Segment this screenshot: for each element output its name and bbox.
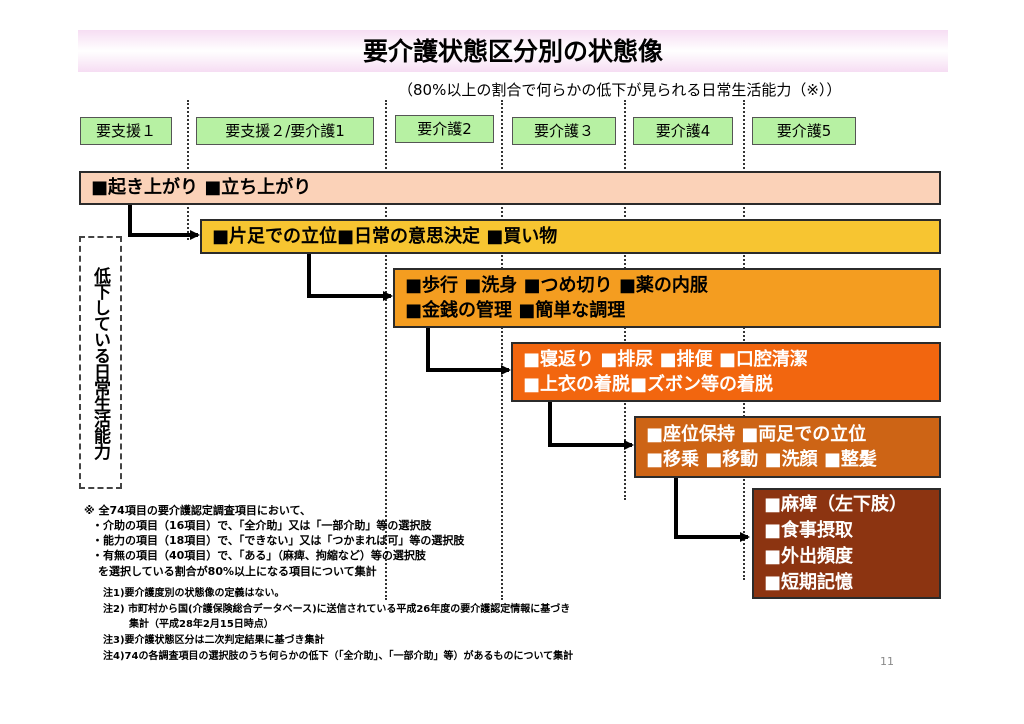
note-main-line: を選択している割合が80%以上になる項目について集計	[98, 565, 377, 578]
bar-care-3: ■寝返り ■排尿 ■排便 ■口腔清潔 ■上衣の着脱■ズボン等の着脱	[511, 342, 941, 402]
separator-line	[743, 100, 745, 580]
bar-line: ■麻痺（左下肢）	[764, 494, 908, 515]
flow-arrow	[548, 402, 634, 450]
flow-arrow	[426, 328, 511, 375]
bar-line: ■移乗 ■移動 ■洗顔 ■整髪	[646, 449, 877, 470]
bar-line: ■上衣の着脱■ズボン等の着脱	[523, 374, 774, 395]
level-header-support-1: 要支援１	[80, 117, 172, 145]
bar-care-4: ■座位保持 ■両足での立位 ■移乗 ■移動 ■洗顔 ■整髪	[634, 416, 941, 478]
bar-care-2: ■歩行 ■洗身 ■つめ切り ■薬の内服 ■金銭の管理 ■簡単な調理	[393, 268, 941, 328]
page-number: 11	[880, 655, 894, 668]
level-header-care-3: 要介護３	[512, 117, 616, 145]
level-header-care-5: 要介護5	[752, 117, 856, 145]
level-header-care-2: 要介護2	[395, 115, 494, 143]
bar-line: ■外出頻度	[764, 546, 854, 567]
separator-line	[385, 100, 387, 600]
footnote: 注1)要介護度別の状態像の定義はない。	[103, 588, 285, 599]
page-title: 要介護状態区分別の状態像	[362, 37, 663, 66]
footnote: 集計（平成28年2月15日時点）	[129, 619, 274, 630]
bar-line: ■寝返り ■排尿 ■排便 ■口腔清潔	[523, 349, 808, 370]
footnote: 注3)要介護状態区分は二次判定結果に基づき集計	[103, 635, 325, 646]
note-main-line: ・有無の項目（40項目）で、「ある」（麻痺、拘縮など）等の選択肢	[92, 549, 426, 562]
separator-line	[501, 100, 503, 600]
bar-line: ■歩行 ■洗身 ■つめ切り ■薬の内服	[405, 275, 708, 296]
flow-arrow	[674, 478, 750, 542]
bar-care-5: ■麻痺（左下肢） ■食事摂取 ■外出頻度 ■短期記憶	[752, 488, 941, 599]
footnote: 注4)74の各調査項目の選択肢のうち何らかの低下（「全介助」、「一部介助」等）が…	[103, 651, 574, 662]
bar-support-2-care-1: ■片足での立位■日常の意思決定 ■買い物	[200, 219, 941, 254]
bar-line: ■片足での立位■日常の意思決定 ■買い物	[212, 226, 558, 247]
bar-line: ■金銭の管理 ■簡単な調理	[405, 300, 626, 321]
side-label-box	[79, 236, 122, 489]
bar-line: ■食事摂取	[764, 520, 854, 541]
title-band	[78, 30, 948, 72]
flow-arrow	[307, 254, 393, 301]
level-header-support-2-care-1: 要支援２/要介護1	[196, 117, 374, 145]
note-main-line: ・能力の項目（18項目）で、「できない」又は「つかまれば可」等の選択肢	[92, 534, 465, 547]
flow-arrow	[128, 205, 200, 240]
side-label: 低下している日常生活能力	[90, 266, 110, 459]
separator-line	[187, 100, 189, 240]
bar-line: ■座位保持 ■両足での立位	[646, 424, 867, 445]
footnote: 注2) 市町村から国(介護保険総合データベース)に送信されている平成26年度の要…	[103, 604, 571, 615]
bar-line: ■起き上がり ■立ち上がり	[91, 177, 312, 198]
bar-line: ■短期記憶	[764, 572, 854, 593]
note-main-line: ※ 全74項目の要介護認定調査項目において、	[84, 504, 311, 517]
note-main-line: ・介助の項目（16項目）で、「全介助」又は「一部介助」等の選択肢	[92, 519, 432, 532]
level-header-care-4: 要介護4	[633, 117, 733, 145]
bar-support-1: ■起き上がり ■立ち上がり	[79, 171, 941, 205]
subtitle: （80%以上の割合で何らかの低下が見られる日常生活能力（※））	[398, 81, 842, 99]
